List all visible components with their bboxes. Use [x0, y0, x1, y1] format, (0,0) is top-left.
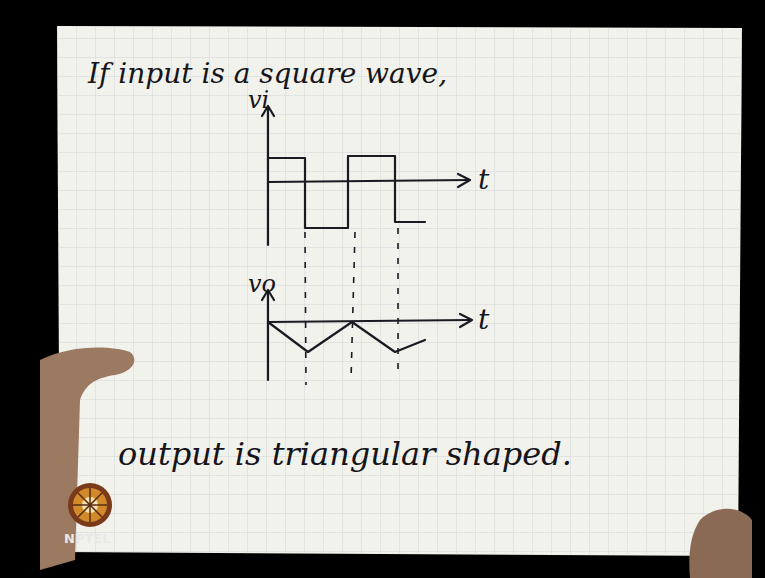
hand-right	[689, 509, 752, 578]
signal-name: vi	[248, 88, 269, 112]
output-triangle-wave	[262, 290, 472, 380]
grid-lines	[57, 26, 742, 556]
axis-label: t	[478, 166, 489, 194]
note-text: output is triangular shaped.	[118, 438, 572, 470]
signal-name: vo	[248, 272, 276, 296]
input-square-wave	[262, 106, 470, 245]
logo-text: NPTEL	[64, 532, 110, 545]
nptel-logo	[68, 483, 112, 527]
note-text: If input is a square wave,	[88, 60, 447, 88]
paper-sheet	[57, 26, 742, 556]
dashed-guides	[305, 228, 398, 385]
axis-label: t	[478, 306, 489, 334]
